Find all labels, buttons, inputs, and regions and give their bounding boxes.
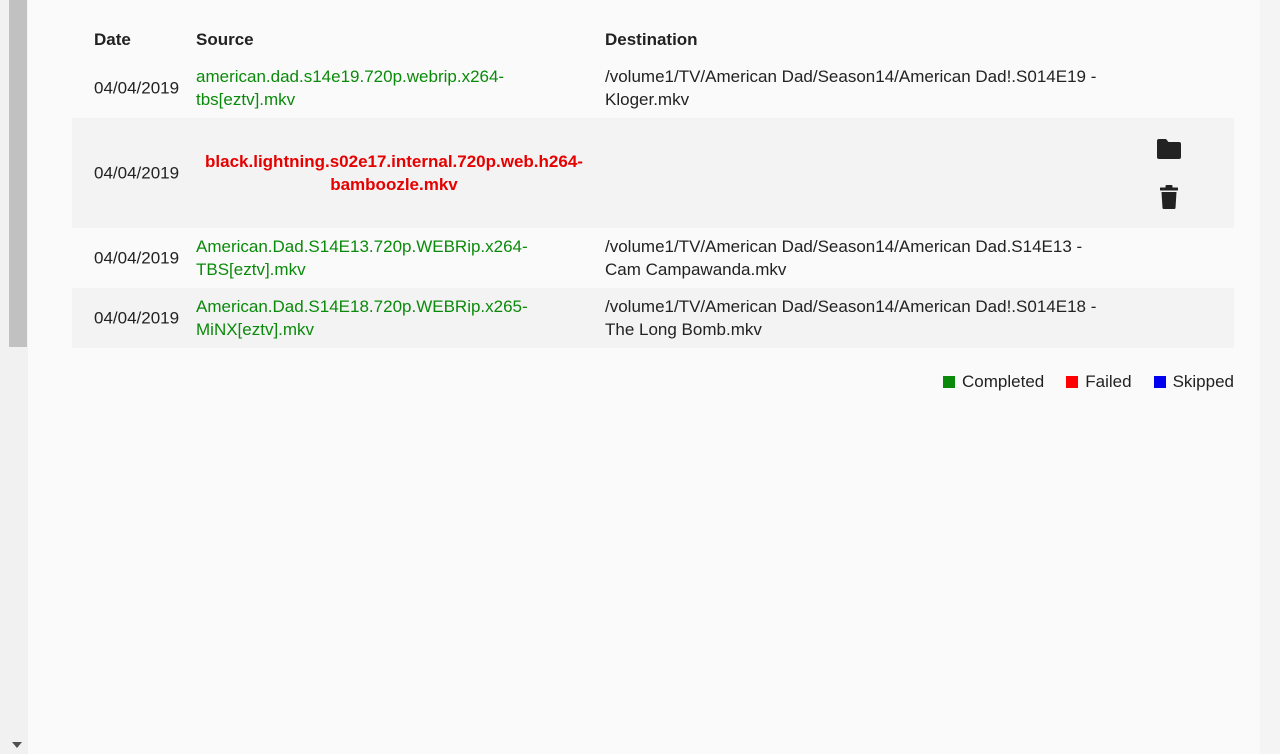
- source-line: black.lightning.s02e17.internal.720p.web…: [205, 152, 583, 171]
- completed-swatch: [943, 376, 956, 388]
- history-panel: Date Source Destination 04/04/2019 ameri…: [28, 0, 1260, 754]
- row-actions: [1156, 136, 1182, 232]
- skipped-swatch: [1153, 376, 1166, 388]
- table-row: 04/04/2019 American.Dad.S14E13.720p.WEBR…: [72, 228, 1234, 288]
- row-destination: /volume1/TV/American Dad/Season14/Americ…: [605, 235, 1145, 281]
- destination-line: The Long Bomb.mkv: [605, 320, 762, 339]
- header-destination: Destination: [605, 30, 698, 49]
- row-date: 04/04/2019: [94, 248, 180, 268]
- scrollbar-thumb[interactable]: [9, 0, 27, 347]
- failed-swatch: [1066, 376, 1079, 388]
- history-table: Date Source Destination 04/04/2019 ameri…: [72, 0, 1234, 348]
- table-row: 04/04/2019 american.dad.s14e19.720p.webr…: [72, 58, 1234, 118]
- destination-line: Cam Campawanda.mkv: [605, 260, 787, 279]
- row-source-completed: american.dad.s14e19.720p.webrip.x264- tb…: [196, 65, 596, 111]
- row-date: 04/04/2019: [94, 78, 180, 98]
- table-row: 04/04/2019 black.lightning.s02e17.intern…: [72, 118, 1234, 228]
- legend-failed: Failed: [1066, 372, 1132, 392]
- vertical-scrollbar[interactable]: [0, 0, 28, 754]
- legend-skipped: Skipped: [1153, 372, 1234, 392]
- row-date: 04/04/2019: [94, 163, 180, 183]
- source-line: american.dad.s14e19.720p.webrip.x264-: [196, 67, 505, 86]
- header-source: Source: [196, 30, 254, 49]
- source-line: tbs[eztv].mkv: [196, 90, 296, 109]
- destination-line: /volume1/TV/American Dad/Season14/Americ…: [605, 67, 1097, 86]
- legend-completed: Completed: [943, 372, 1044, 392]
- row-destination: /volume1/TV/American Dad/Season14/Americ…: [605, 295, 1145, 341]
- header-date: Date: [94, 30, 131, 49]
- destination-line: /volume1/TV/American Dad/Season14/Americ…: [605, 297, 1097, 316]
- source-line: MiNX[eztv].mkv: [196, 320, 315, 339]
- source-line: TBS[eztv].mkv: [196, 260, 306, 279]
- row-destination: /volume1/TV/American Dad/Season14/Americ…: [605, 65, 1145, 111]
- row-date: 04/04/2019: [94, 308, 180, 328]
- row-source-failed: black.lightning.s02e17.internal.720p.web…: [194, 150, 594, 196]
- scroll-down-arrow-icon[interactable]: [12, 742, 22, 748]
- source-line: American.Dad.S14E13.720p.WEBRip.x264-: [196, 237, 528, 256]
- row-source-completed: American.Dad.S14E18.720p.WEBRip.x265- Mi…: [196, 295, 596, 341]
- legend-label: Skipped: [1172, 372, 1234, 391]
- folder-icon[interactable]: [1156, 136, 1182, 162]
- source-line: bamboozle.mkv: [330, 175, 458, 194]
- trash-icon[interactable]: [1156, 184, 1182, 210]
- destination-line: /volume1/TV/American Dad/Season14/Americ…: [605, 237, 1083, 256]
- destination-line: Kloger.mkv: [605, 90, 690, 109]
- source-line: American.Dad.S14E18.720p.WEBRip.x265-: [196, 297, 528, 316]
- legend-label: Failed: [1085, 372, 1132, 391]
- status-legend: Completed Failed Skipped: [921, 372, 1234, 392]
- legend-label: Completed: [962, 372, 1045, 391]
- row-source-completed: American.Dad.S14E13.720p.WEBRip.x264- TB…: [196, 235, 596, 281]
- table-header: Date Source Destination: [72, 0, 1234, 58]
- table-row: 04/04/2019 American.Dad.S14E18.720p.WEBR…: [72, 288, 1234, 348]
